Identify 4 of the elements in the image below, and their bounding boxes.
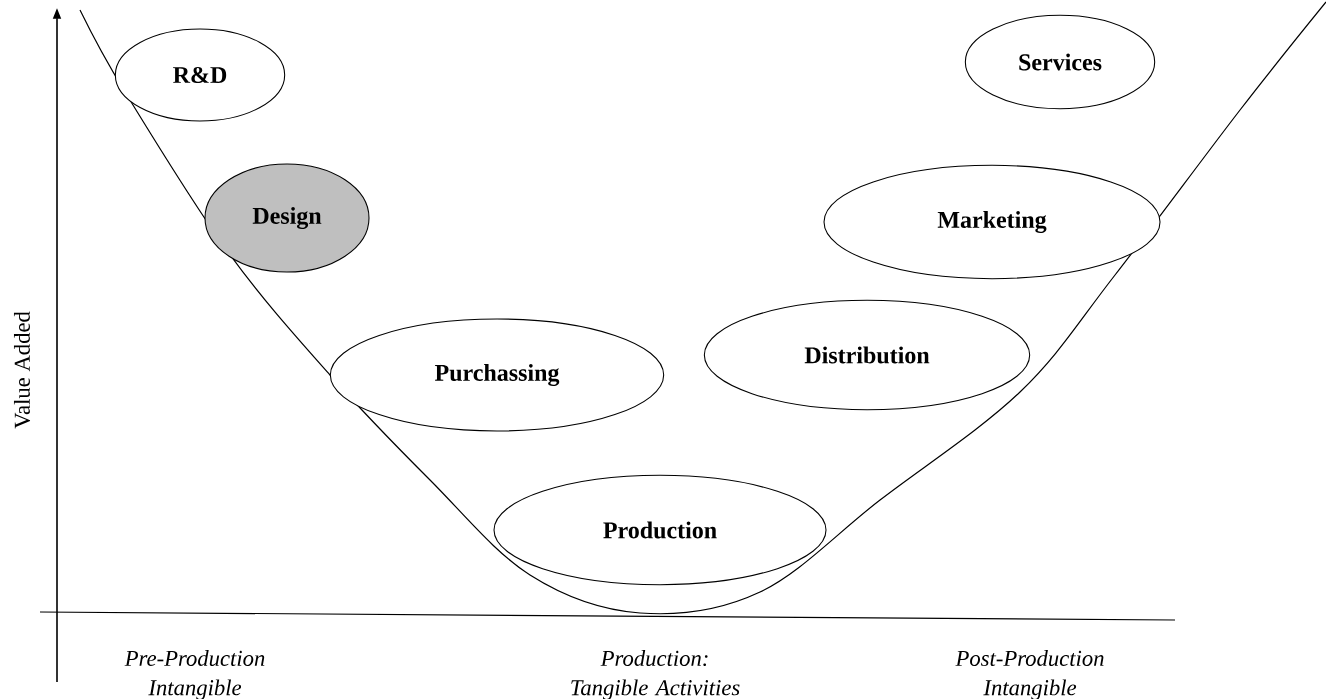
stage-label: Production: Tangible Activities <box>571 650 740 699</box>
stage-label: Pre-Production Intangible <box>124 650 265 699</box>
stage-label: Post-Production Intangible <box>955 650 1104 699</box>
axis-label: Value Added <box>13 311 31 429</box>
